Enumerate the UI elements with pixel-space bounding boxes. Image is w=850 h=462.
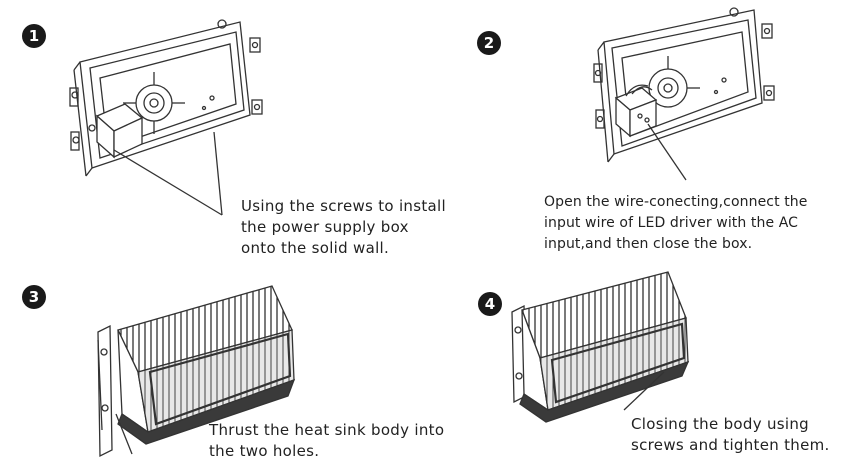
step-2-caption-line: Open the wire-conecting,connect the (544, 194, 808, 210)
step-1-number-badge: 1 (22, 24, 46, 48)
step-3-number-badge: 3 (22, 285, 46, 309)
step-3-caption-line: the two holes. (209, 442, 320, 460)
step-2-number-badge: 2 (477, 31, 501, 55)
step-1-caption: Using the screws to install the power su… (241, 196, 446, 259)
step-1-caption-line: the power supply box (241, 218, 409, 236)
step-2-caption-line: input wire of LED driver with the AC (544, 215, 799, 231)
step-1-caption-line: onto the solid wall. (241, 239, 390, 257)
step-3-caption: Thrust the heat sink body into the two h… (209, 420, 444, 462)
step-4-caption: Closing the body using screws and tighte… (631, 414, 830, 456)
step-3-illustration (97, 285, 296, 458)
step-4-caption-line: screws and tighten them. (631, 436, 830, 454)
step-2-caption: Open the wire-conecting,connect the inpu… (544, 192, 808, 255)
step-4-number-badge: 4 (478, 292, 502, 316)
step-4-illustration (511, 271, 690, 423)
step-1-illustration (69, 19, 263, 216)
step-3-caption-line: Thrust the heat sink body into (209, 421, 445, 439)
step-4-caption-line: Closing the body using (631, 415, 809, 433)
step-2-illustration (593, 7, 775, 181)
step-1-caption-line: Using the screws to install (241, 197, 446, 215)
step-2-caption-line: input,and then close the box. (544, 236, 753, 252)
